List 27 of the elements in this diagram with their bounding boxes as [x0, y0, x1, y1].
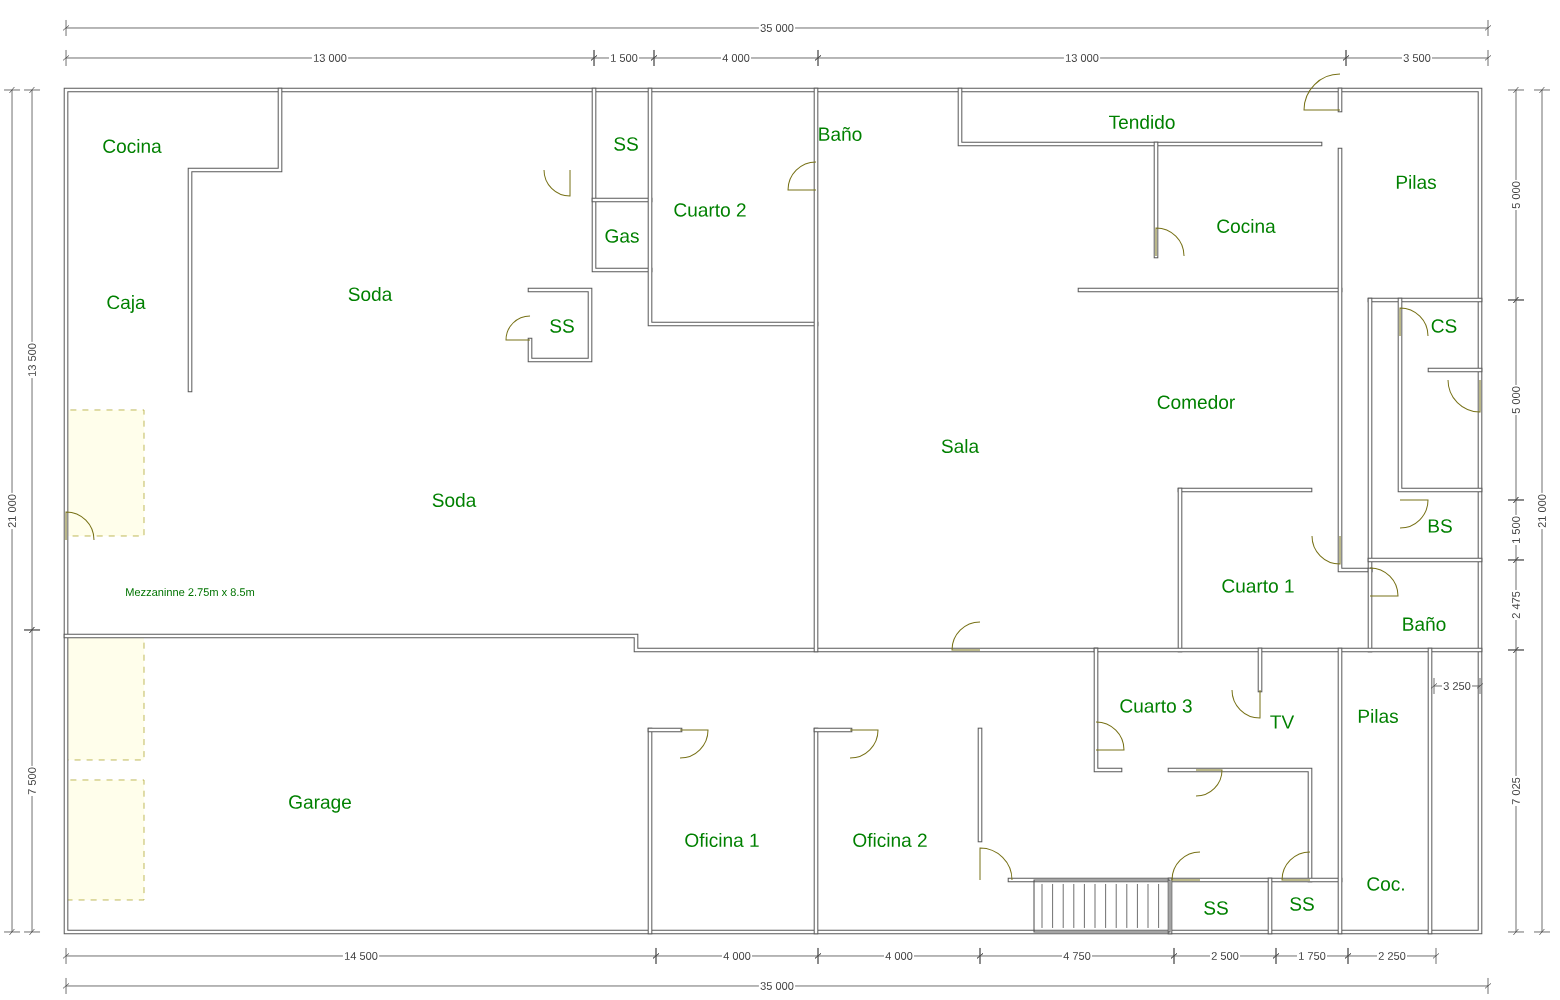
room-label: Gas	[605, 229, 639, 243]
room-label: Tendido	[1109, 115, 1175, 129]
room-label: Garage	[289, 795, 351, 813]
room-label: TV	[1270, 715, 1295, 729]
room-label: Comedor	[1157, 395, 1235, 409]
room-label: Oficina 2	[853, 832, 927, 847]
room-label: Baño	[1403, 617, 1446, 631]
room-label: Coc.	[1367, 877, 1404, 891]
room-label: Pilas	[1396, 175, 1436, 189]
room-label: Cuarto 2	[674, 203, 746, 217]
room-label: Caja	[107, 295, 146, 313]
room-label: Cuarto 3	[1120, 699, 1192, 713]
room-label: SS	[1290, 897, 1314, 911]
room-label: Pilas	[1358, 709, 1398, 723]
room-label: Sala	[941, 439, 980, 453]
room-label: BS	[1428, 519, 1452, 533]
room-label: Cocina	[103, 139, 162, 153]
room-label: Cocina	[1217, 219, 1276, 233]
room-label: Soda	[348, 287, 393, 301]
room-label: SS	[1204, 901, 1228, 915]
room-label: SS	[614, 137, 638, 151]
room-label: CS	[1431, 319, 1457, 333]
room-label: SS	[550, 319, 574, 333]
room-label: Cuarto 1	[1222, 579, 1294, 593]
room-label: Soda	[432, 493, 477, 507]
room-label: Baño	[819, 127, 862, 141]
room-label: Oficina 1	[685, 832, 759, 847]
